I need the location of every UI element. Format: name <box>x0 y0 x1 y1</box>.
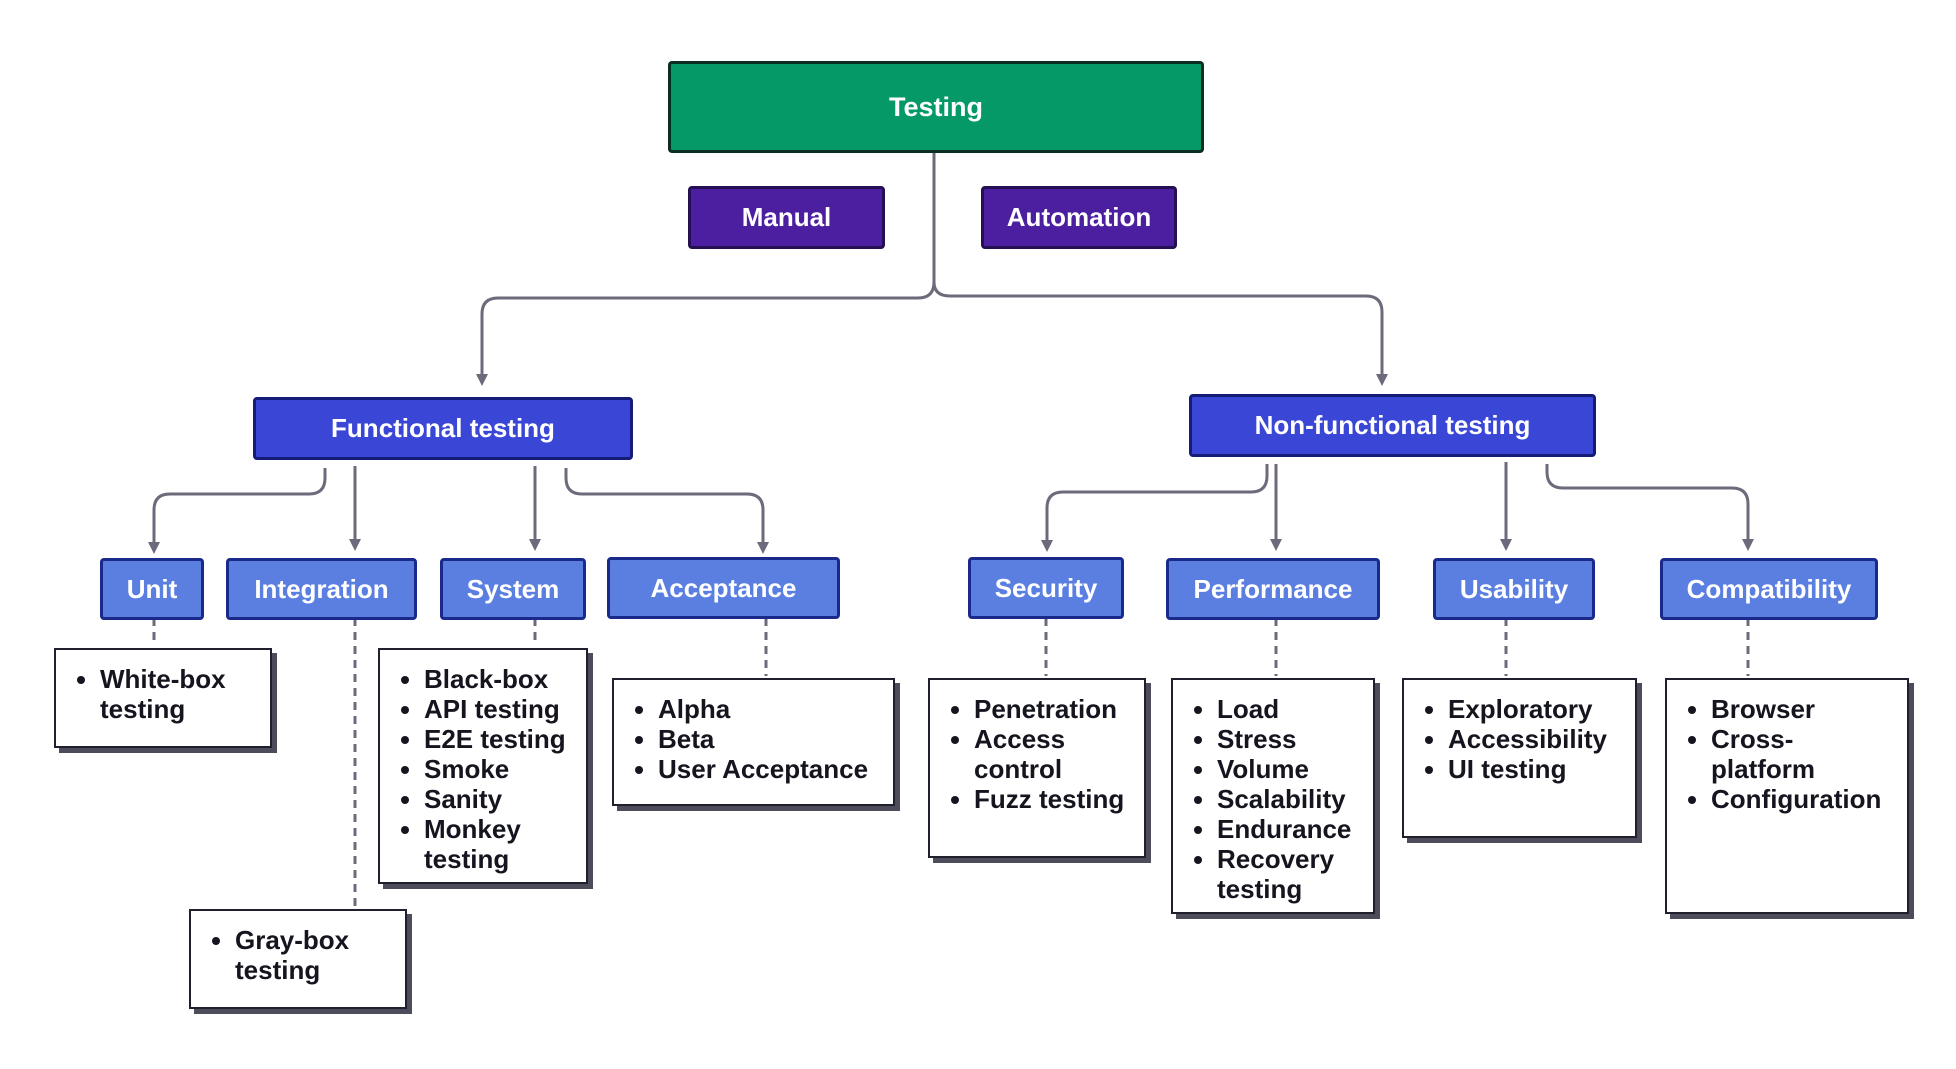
usability-node: Usability <box>1433 558 1595 620</box>
connector-root-to-nonfunctional <box>932 281 1388 386</box>
unit-card: White-box testing <box>54 648 272 748</box>
list-item: Browser <box>1711 694 1893 724</box>
connector-nonfunctional-to-security <box>1041 464 1269 552</box>
testing-root-node: Testing <box>668 61 1204 153</box>
list-item: Monkey testing <box>424 814 572 874</box>
list-item: Exploratory <box>1448 694 1621 724</box>
compatibility-card: Browser Cross-platform Configuration <box>1665 678 1909 914</box>
list-item: White-box testing <box>100 664 256 724</box>
list-item: Access control <box>974 724 1130 784</box>
list-item: Beta <box>658 724 879 754</box>
system-node: System <box>440 558 586 620</box>
unit-node: Unit <box>100 558 204 620</box>
list-item: Stress <box>1217 724 1359 754</box>
list-item: Black-box <box>424 664 572 694</box>
list-item: Recovery testing <box>1217 844 1359 904</box>
list-item: E2E testing <box>424 724 572 754</box>
manual-node: Manual <box>688 186 885 249</box>
connector-root-to-functional <box>476 152 936 386</box>
list-item: UI testing <box>1448 754 1621 784</box>
list-item: Load <box>1217 694 1359 724</box>
functional-testing-node: Functional testing <box>253 397 633 460</box>
connector-functional-to-unit <box>148 468 327 554</box>
acceptance-node: Acceptance <box>607 557 840 619</box>
list-item: Smoke <box>424 754 572 784</box>
list-item: Accessibility <box>1448 724 1621 754</box>
compatibility-node: Compatibility <box>1660 558 1878 620</box>
connector-nonfunctional-to-compatibility <box>1545 464 1754 551</box>
security-node: Security <box>968 557 1124 619</box>
usability-card: Exploratory Accessibility UI testing <box>1402 678 1637 838</box>
list-item: User Acceptance <box>658 754 879 784</box>
list-item: API testing <box>424 694 572 724</box>
system-card: Black-box API testing E2E testing Smoke … <box>378 648 588 884</box>
list-item: Alpha <box>658 694 879 724</box>
performance-node: Performance <box>1166 558 1380 620</box>
list-item: Penetration <box>974 694 1130 724</box>
performance-card: Load Stress Volume Scalability Endurance… <box>1171 678 1375 914</box>
list-item: Sanity <box>424 784 572 814</box>
acceptance-card: Alpha Beta User Acceptance <box>612 678 895 806</box>
integration-node: Integration <box>226 558 417 620</box>
list-item: Configuration <box>1711 784 1893 814</box>
list-item: Cross-platform <box>1711 724 1893 784</box>
non-functional-testing-node: Non-functional testing <box>1189 394 1596 457</box>
connector-functional-to-acceptance <box>564 468 769 554</box>
list-item: Gray-box testing <box>235 925 391 985</box>
list-item: Volume <box>1217 754 1359 784</box>
security-card: Penetration Access control Fuzz testing <box>928 678 1146 858</box>
list-item: Fuzz testing <box>974 784 1130 814</box>
list-item: Endurance <box>1217 814 1359 844</box>
automation-node: Automation <box>981 186 1177 249</box>
list-item: Scalability <box>1217 784 1359 814</box>
integration-card: Gray-box testing <box>189 909 407 1009</box>
